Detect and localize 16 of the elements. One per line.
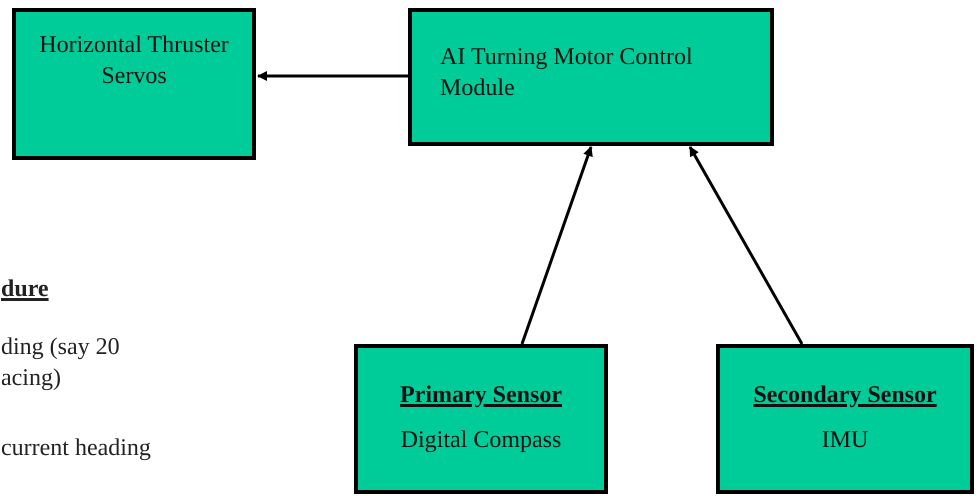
box-heading: Primary Sensor <box>400 381 562 410</box>
box-text: Digital Compass <box>400 426 562 456</box>
process-box <box>12 8 256 160</box>
process-box <box>408 8 774 146</box>
arrow <box>520 146 593 344</box>
box-text: IMU <box>822 426 868 456</box>
box-text: Horizontal Thruster Servos <box>38 31 230 92</box>
arrow <box>257 71 408 81</box>
process-box <box>354 344 608 494</box>
box-text: AI Turning Motor Control Module <box>440 43 694 104</box>
section-heading: dure <box>1 275 49 304</box>
box-heading: Secondary Sensor <box>753 381 937 410</box>
note-text: ding (say 20 acing) <box>1 333 121 394</box>
arrow <box>688 146 804 345</box>
note-text: current heading <box>1 434 151 463</box>
process-box <box>716 344 974 494</box>
